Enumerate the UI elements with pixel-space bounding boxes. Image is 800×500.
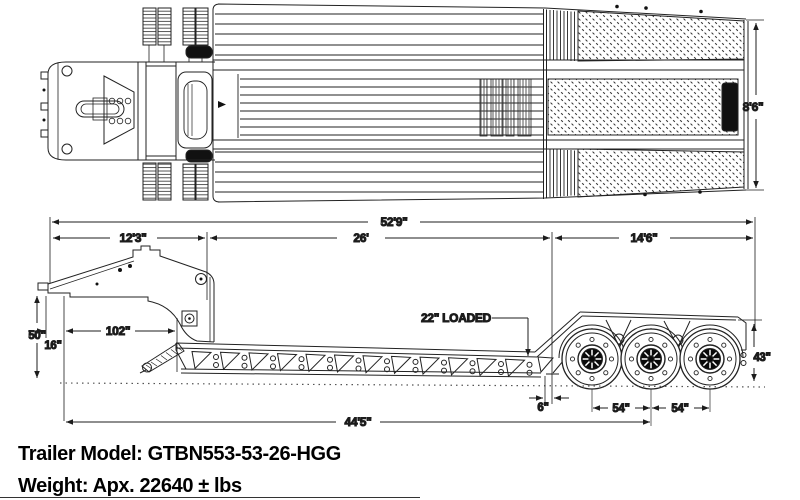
top-view-small-arrow [218, 101, 226, 108]
deck-beam [175, 342, 542, 378]
top-view-planks [215, 13, 543, 193]
top-view-deck-outline [212, 3, 747, 203]
dimension-annotations: 52'9" 12'3" 26' 14'6" 8'6" 50" 16" 102" … [28, 19, 771, 430]
top-view-rear-strips [549, 10, 575, 197]
dim-gooseneck-height: 50" [28, 330, 45, 342]
dim-axle-spacing-front: 54" [612, 403, 629, 415]
top-view-ramp-lower [577, 148, 745, 198]
trailer-weight-label: Weight: Apx. 22640 ± lbs [18, 475, 242, 497]
footer-block: Trailer Model: GTBN553-53-26-HGG Weight:… [0, 443, 420, 498]
dim-axle-spacing-rear: 54" [671, 403, 688, 415]
dim-overall-width: 8'6" [743, 100, 764, 114]
top-view-center-deck-end [721, 82, 739, 132]
top-view [40, 3, 749, 203]
dim-rear-length: 14'6" [630, 231, 657, 245]
dim-front-clearance: 16" [44, 340, 61, 352]
dim-loaded-deck-height: 22" LOADED [421, 311, 492, 325]
top-view-ramp-upper [577, 10, 745, 62]
tractor-tires [142, 7, 213, 201]
top-view-center-deck [547, 78, 739, 136]
ground-line [59, 382, 766, 388]
side-view [37, 245, 766, 426]
front-ramp [139, 342, 185, 374]
dim-overall-length: 52'9" [380, 215, 407, 229]
tri-axle-wheels [561, 328, 741, 390]
dim-rear-deck-height: 43" [753, 352, 770, 364]
trailer-model-label: Trailer Model: GTBN553-53-26-HGG [18, 443, 341, 465]
top-view-center-planks [237, 74, 543, 138]
dim-deck-length: 26' [353, 231, 369, 245]
extension-lines [45, 19, 764, 421]
gooseneck-top-view [40, 61, 215, 161]
top-view-grating-strips [479, 78, 532, 137]
dim-gooseneck-length: 12'3" [119, 231, 146, 245]
dim-deck-gap: 6" [537, 402, 548, 414]
top-view-edge-bolts [615, 4, 703, 197]
top-view-rear-divider [543, 9, 547, 199]
dim-usable-length: 44'5" [344, 415, 371, 429]
top-view-side-rails [213, 59, 744, 150]
dim-swing-radius: 102" [106, 324, 131, 338]
